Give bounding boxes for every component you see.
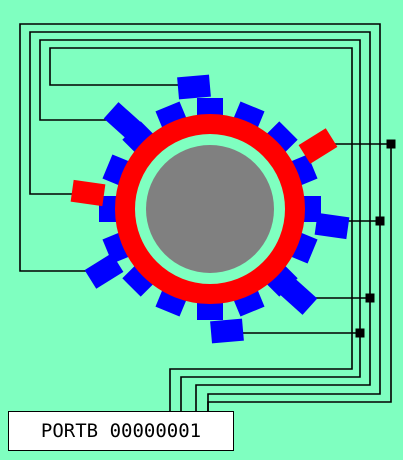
wire-junction — [386, 139, 396, 149]
outer-coil-ring — [70, 74, 350, 344]
port-readout: PORTB 00000001 — [8, 411, 234, 451]
wiring-harness — [19, 23, 396, 412]
wire-junction — [365, 293, 375, 303]
wire-4 — [19, 23, 381, 412]
port-name-label: PORTB — [40, 420, 99, 442]
wire-9 — [207, 144, 392, 412]
wire-junction — [355, 328, 365, 338]
outer-coil-active — [70, 179, 106, 207]
rotor-disc — [146, 145, 274, 273]
outer-coil — [84, 253, 124, 289]
wire-1 — [49, 47, 353, 412]
inner-pole — [122, 121, 157, 156]
outer-coil — [314, 212, 350, 240]
outer-coil — [210, 318, 244, 344]
outer-coil — [278, 277, 318, 315]
inner-pole — [263, 262, 298, 297]
wire-3 — [29, 31, 371, 412]
outer-coil — [177, 74, 211, 100]
inner-pole — [263, 121, 298, 156]
stator-ring — [115, 114, 305, 304]
wire-junction — [375, 216, 385, 226]
port-value-label: 00000001 — [109, 420, 202, 442]
outer-coil — [103, 102, 143, 140]
inner-pole — [122, 262, 157, 297]
outer-coil-active — [298, 128, 338, 164]
wire-2 — [39, 39, 361, 412]
